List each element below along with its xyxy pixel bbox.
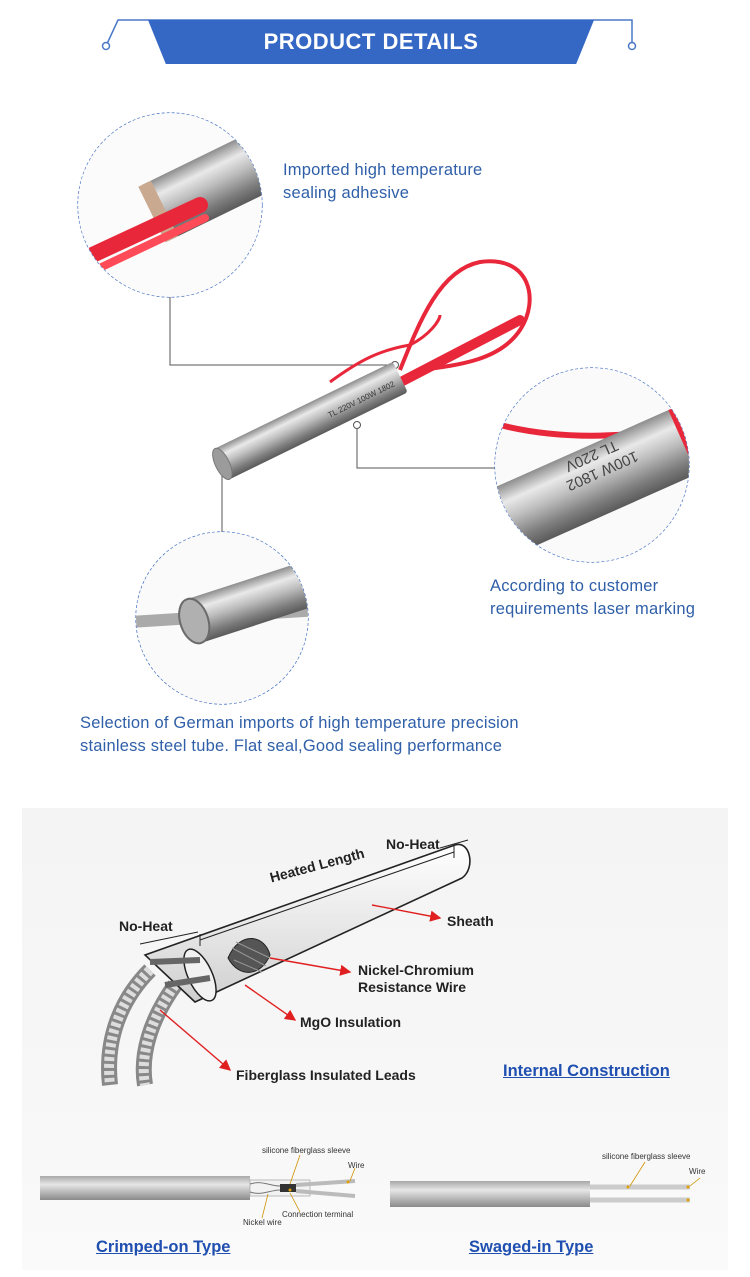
label-no-heat-tip: No-Heat — [386, 836, 440, 852]
types-diagram — [40, 1154, 701, 1219]
caption-internal-construction: Internal Construction — [503, 1062, 670, 1080]
crimped-terminal-label: Connection terminal — [282, 1210, 354, 1219]
label-no-heat-lead: No-Heat — [119, 918, 173, 934]
construction-diagram — [101, 839, 471, 1087]
callout-sealing: Imported high temperature sealing adhesi… — [283, 161, 483, 202]
callout-tube: Selection of German imports of high temp… — [80, 714, 519, 755]
callout-marking: According to customer requirements laser… — [490, 577, 696, 618]
swaged-sleeve-label: silicone fiberglass sleeve — [602, 1152, 691, 1161]
page-title: PRODUCT DETAILS — [263, 29, 479, 54]
label-sheath: Sheath — [447, 913, 494, 929]
header-banner — [148, 20, 594, 64]
caption-swaged-type: Swaged-in Type — [469, 1238, 594, 1256]
product-illustration: TL 220V 100W 1802 TL 220V 100W 1802 — [77, 112, 690, 705]
swaged-wire-label: Wire — [689, 1167, 706, 1176]
crimped-wire-label: Wire — [348, 1161, 365, 1170]
label-leads: Fiberglass Insulated Leads — [236, 1067, 416, 1083]
crimped-nickel-label: Nickel wire — [243, 1218, 282, 1227]
label-nickel-chromium: Nickel-Chromium Resistance Wire — [358, 962, 474, 995]
crimped-sleeve-label: silicone fiberglass sleeve — [262, 1146, 351, 1155]
caption-crimped-type: Crimped-on Type — [96, 1238, 231, 1256]
label-mgo: MgO Insulation — [300, 1014, 402, 1030]
